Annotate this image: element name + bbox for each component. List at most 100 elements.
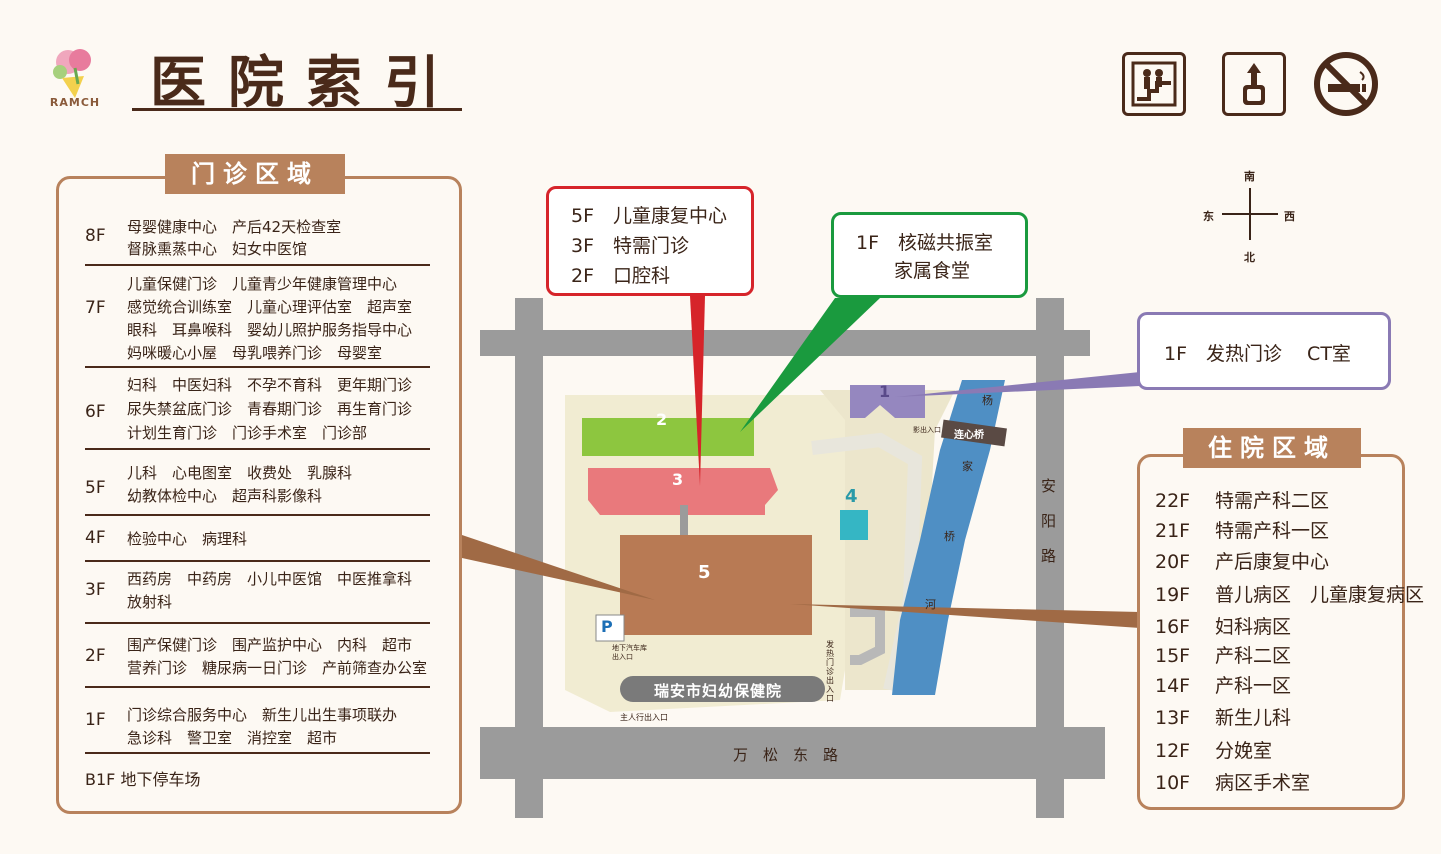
ward-name: 产科二区	[1215, 645, 1292, 667]
pointer-outpatient	[462, 535, 655, 600]
river-label-1: 杨	[982, 394, 993, 407]
floor-label: 4F	[85, 528, 106, 548]
floor-label: 22F	[1155, 490, 1191, 512]
escalator-sign-icon	[1122, 52, 1186, 116]
floor-label: 10F	[1155, 772, 1191, 794]
ward-name: 特需产科一区	[1215, 520, 1330, 542]
pedestrian-gate-label: 主人行出入口	[620, 713, 668, 722]
floor-label: 8F	[85, 226, 106, 246]
outpatient-panel	[56, 176, 462, 814]
compass-north: 北	[1244, 251, 1255, 264]
building-4	[840, 510, 868, 540]
inpatient-panel	[1137, 454, 1405, 810]
floor-label: 21F	[1155, 520, 1191, 542]
inpatient-row: 13F 新生儿科	[1155, 703, 1291, 730]
floor-label: 5F	[85, 478, 106, 498]
building-5	[620, 535, 812, 635]
building-number-1: 1	[879, 382, 891, 401]
building-3-link	[680, 505, 688, 537]
road-east-label-3: 路	[1041, 547, 1057, 565]
pointer-purple	[895, 372, 1140, 397]
outpatient-title: 门诊区域	[165, 154, 345, 194]
fever-gate-label: 影出入口	[913, 426, 941, 434]
road-south-label: 万 松 东 路	[733, 746, 839, 764]
callout-green-line-2: 家属食堂	[856, 260, 971, 282]
floor-label: 15F	[1155, 645, 1191, 667]
river	[892, 380, 1005, 695]
floor-line: 母婴健康中心 产后42天检查室	[127, 218, 342, 236]
callout-green-line-1: 1F 核磁共振室	[856, 232, 994, 254]
pointer-inpatient	[790, 604, 1140, 628]
access-path	[850, 607, 885, 665]
hospital-name: 瑞安市妇幼保健院	[654, 682, 783, 700]
road-north	[480, 330, 1090, 356]
outpatient-row-5f: 5F 儿科 心电图室 收费处 乳腺科 幼教体检中心 超声科影像科	[85, 450, 430, 516]
floor-label: 12F	[1155, 740, 1191, 762]
building-number-5: 5	[698, 562, 711, 583]
road-south	[480, 727, 1105, 779]
floor-label: 7F	[85, 298, 106, 318]
page-title: 医院索引	[150, 50, 462, 116]
inpatient-row: 14F 产科一区	[1155, 671, 1291, 698]
floor-line: 营养门诊 糖尿病一日门诊 产前筛查办公室	[127, 659, 428, 677]
ward-name: 普儿病区 儿童康复病区	[1215, 584, 1425, 606]
floor-line: 门诊综合服务中心 新生儿出生事项联办	[127, 706, 398, 724]
hospital-logo-icon	[53, 49, 91, 98]
building-2	[582, 418, 754, 456]
floor-line: 儿童保健门诊 儿童青少年健康管理中心	[127, 275, 398, 293]
ward-name: 特需产科二区	[1215, 490, 1330, 512]
floor-line: 眼科 耳鼻喉科 婴幼儿照护服务指导中心	[127, 321, 413, 339]
floor-line: 西药房 中药房 小儿中医馆 中医推拿科	[127, 570, 413, 588]
callout-building-1: 1F 发热门诊 CT室	[1137, 312, 1391, 390]
outpatient-car-gate-label: 发热门诊出入口	[826, 640, 834, 703]
ward-name: 产科一区	[1215, 675, 1292, 697]
floor-line: 幼教体检中心 超声科影像科	[127, 487, 323, 505]
inpatient-row: 15F 产科二区	[1155, 641, 1291, 668]
hospital-name-plaque	[620, 676, 825, 702]
building-3	[588, 468, 778, 515]
river-label-4: 河	[925, 598, 936, 611]
car-gate-label: 地下汽车库出入口	[612, 644, 647, 661]
bridge-rect	[941, 419, 1007, 447]
floor-line: 放射科	[127, 593, 173, 611]
outpatient-row-3f: 3F 西药房 中药房 小儿中医馆 中医推拿科 放射科	[85, 562, 430, 624]
building-number-2: 2	[656, 410, 668, 429]
building-1	[850, 385, 925, 418]
compass-south: 南	[1244, 170, 1255, 183]
callout-red-line-3: 2F 口腔科	[571, 265, 671, 287]
building-number-3: 3	[672, 470, 684, 489]
ward-name: 病区手术室	[1215, 772, 1311, 794]
callout-red-line-2: 3F 特需门诊	[571, 235, 690, 257]
road-east-label-2: 阳	[1041, 512, 1057, 530]
pointer-green	[740, 298, 880, 432]
elevator-sign-icon	[1222, 52, 1286, 116]
no-smoking-sign-icon	[1312, 50, 1380, 118]
floor-label: 6F	[85, 402, 106, 422]
pointer-red	[690, 296, 705, 486]
outpatient-row-7f: 7F 儿童保健门诊 儿童青少年健康管理中心 感觉统合训练室 儿童心理评估室 超声…	[85, 266, 430, 368]
outpatient-row-2f: 2F 围产保健门诊 围产监护中心 内科 超市 营养门诊 糖尿病一日门诊 产前筛查…	[85, 624, 430, 688]
floor-line: 感觉统合训练室 儿童心理评估室 超声室	[127, 298, 413, 316]
floor-line: 急诊科 警卫室 消控室 超市	[127, 729, 338, 747]
parking-area	[595, 614, 625, 642]
floor-line: 尿失禁盆底门诊 青春期门诊 再生育门诊	[127, 400, 413, 418]
floor-label: 13F	[1155, 707, 1191, 729]
inpatient-row: 10F 病区手术室	[1155, 768, 1310, 795]
floor-line: 计划生育门诊 门诊手术室 门诊部	[127, 424, 368, 442]
callout-red-line-1: 5F 儿童康复中心	[571, 205, 728, 227]
building-number-4: 4	[845, 486, 858, 507]
callout-building-3: 5F 儿童康复中心 3F 特需门诊 2F 口腔科	[546, 186, 754, 296]
title-underline	[132, 108, 462, 111]
floor-line: 妇科 中医妇科 不孕不育科 更年期门诊	[127, 376, 413, 394]
floor-label: 20F	[1155, 551, 1191, 573]
floor-label: 14F	[1155, 675, 1191, 697]
callout-building-2: 1F 核磁共振室 家属食堂	[831, 212, 1028, 298]
floor-line: 围产保健门诊 围产监护中心 内科 超市	[127, 636, 413, 654]
floor-label: 1F	[85, 710, 106, 730]
ward-name: 新生儿科	[1215, 707, 1292, 729]
